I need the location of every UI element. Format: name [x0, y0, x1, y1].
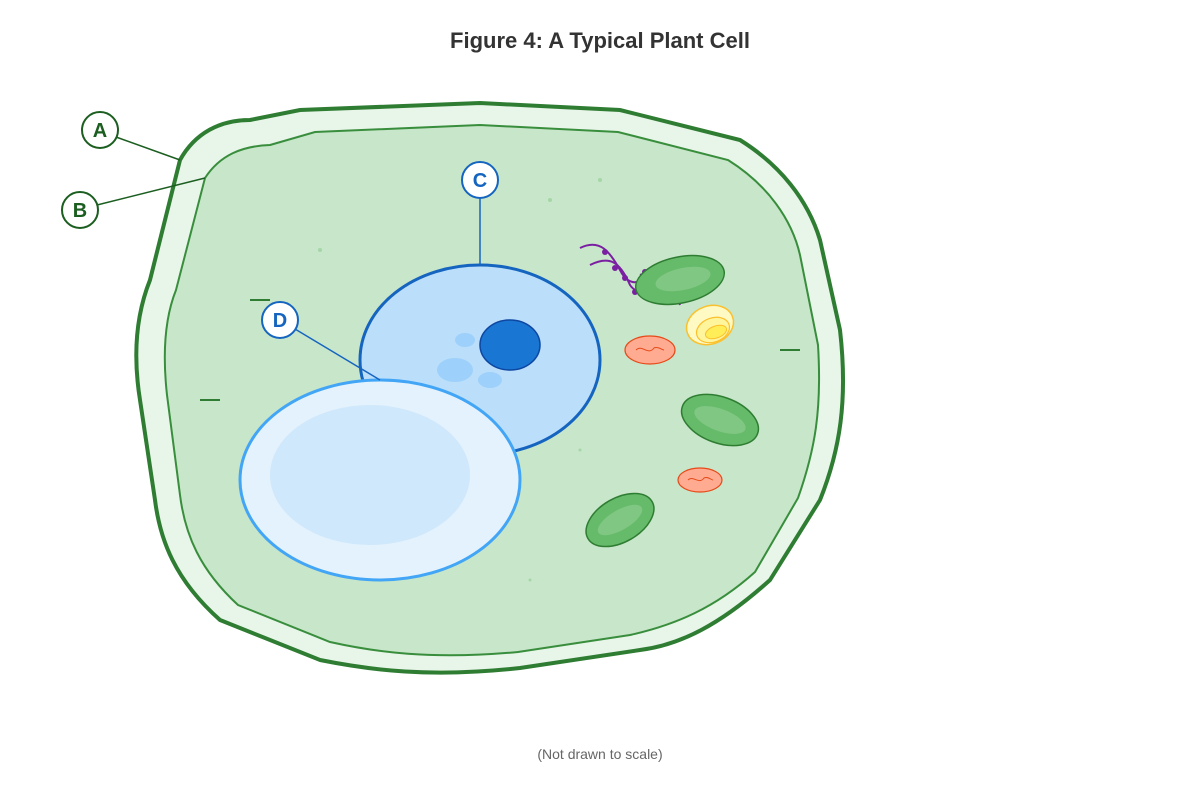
mitochondrion	[624, 335, 676, 365]
chloroplast	[634, 254, 726, 306]
label-c-text: C	[473, 170, 487, 192]
label-b-text: B	[73, 200, 87, 222]
chromatin-spot	[455, 333, 475, 347]
label-d: D	[261, 301, 299, 339]
leader-line-a	[115, 136, 181, 161]
cytoplasm-speck	[578, 448, 582, 452]
chromatin-spot	[478, 372, 502, 388]
label-d-text: D	[273, 310, 287, 332]
cytoplasm-speck	[528, 578, 532, 582]
golgi-apparatus	[685, 304, 735, 346]
mitochondrion	[677, 467, 723, 493]
label-c: C	[461, 161, 499, 199]
vacuole-inner	[270, 405, 470, 545]
chromatin-spot	[437, 358, 473, 382]
label-b: B	[61, 191, 99, 229]
leader-line-d	[294, 328, 381, 381]
figure-title: Figure 4: A Typical Plant Cell	[450, 28, 750, 53]
label-a-text: A	[93, 120, 107, 142]
leader-line-b	[96, 177, 206, 206]
cytoplasm-speck	[318, 248, 322, 252]
nucleolus	[479, 319, 541, 371]
chloroplast	[585, 492, 655, 548]
cytoplasm-speck	[598, 178, 602, 182]
scale-note: (Not drawn to scale)	[537, 746, 663, 762]
chloroplast	[680, 393, 760, 447]
cytoplasm-speck	[548, 198, 552, 202]
label-a: A	[81, 111, 119, 149]
